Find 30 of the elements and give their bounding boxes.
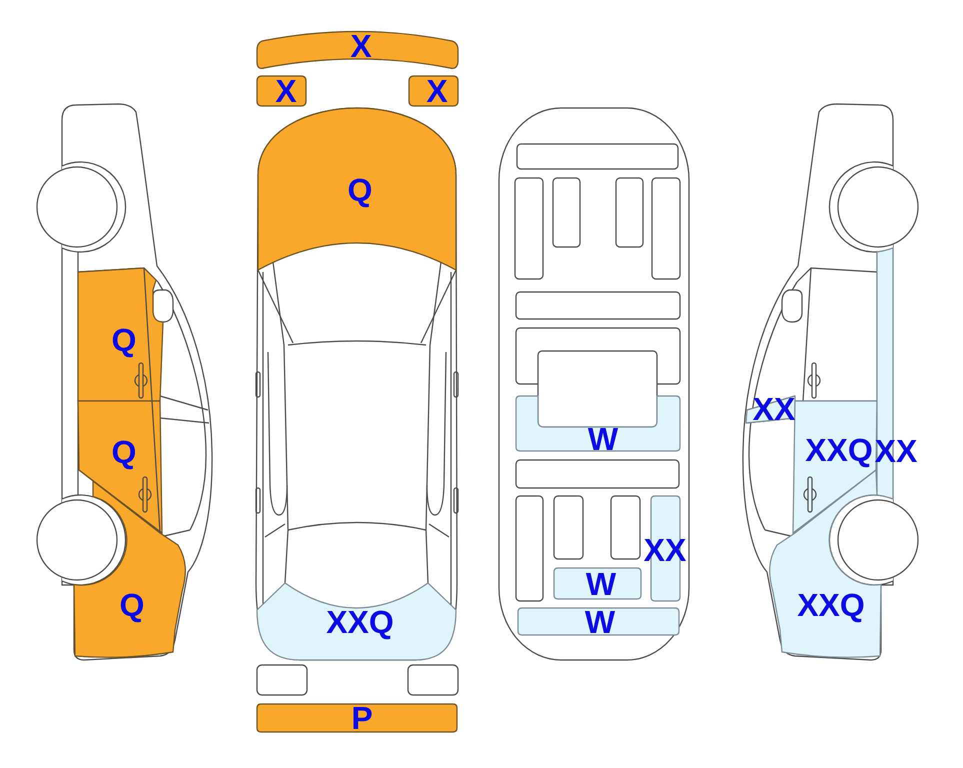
underbody-panel [553, 567, 642, 602]
damage-code: Q [348, 174, 372, 206]
sill-panel [874, 247, 918, 500]
damage-code: Q [120, 589, 144, 621]
damage-code: W [586, 568, 616, 600]
damage-code: X [275, 75, 297, 107]
bumper-panel [256, 30, 459, 71]
damage-code: XX [752, 393, 796, 425]
bumper-panel [256, 703, 458, 733]
quarter-panel [73, 480, 188, 660]
damage-code: XX [874, 435, 918, 467]
damage-code: Q [112, 436, 136, 468]
damage-code: XXQ [326, 606, 394, 638]
damage-code: X [350, 30, 372, 62]
damage-code: XXQ [797, 589, 865, 621]
damage-code: W [584, 606, 616, 638]
damage-code: W [588, 423, 618, 455]
hood-panel [257, 107, 457, 271]
damage-code: P [351, 702, 373, 734]
bumper-corner-panel [256, 75, 307, 107]
damage-code: XX [644, 534, 686, 566]
bumper-corner-panel [408, 75, 459, 107]
damage-code: X [426, 75, 448, 107]
damage-code: Q [112, 324, 136, 356]
damage-code: XXQ [805, 434, 873, 466]
door-panel [77, 400, 163, 534]
quarter-panel [767, 469, 882, 660]
underbody-rail-panel [643, 495, 687, 602]
rear-panel [256, 582, 457, 661]
door-panel [77, 267, 164, 402]
